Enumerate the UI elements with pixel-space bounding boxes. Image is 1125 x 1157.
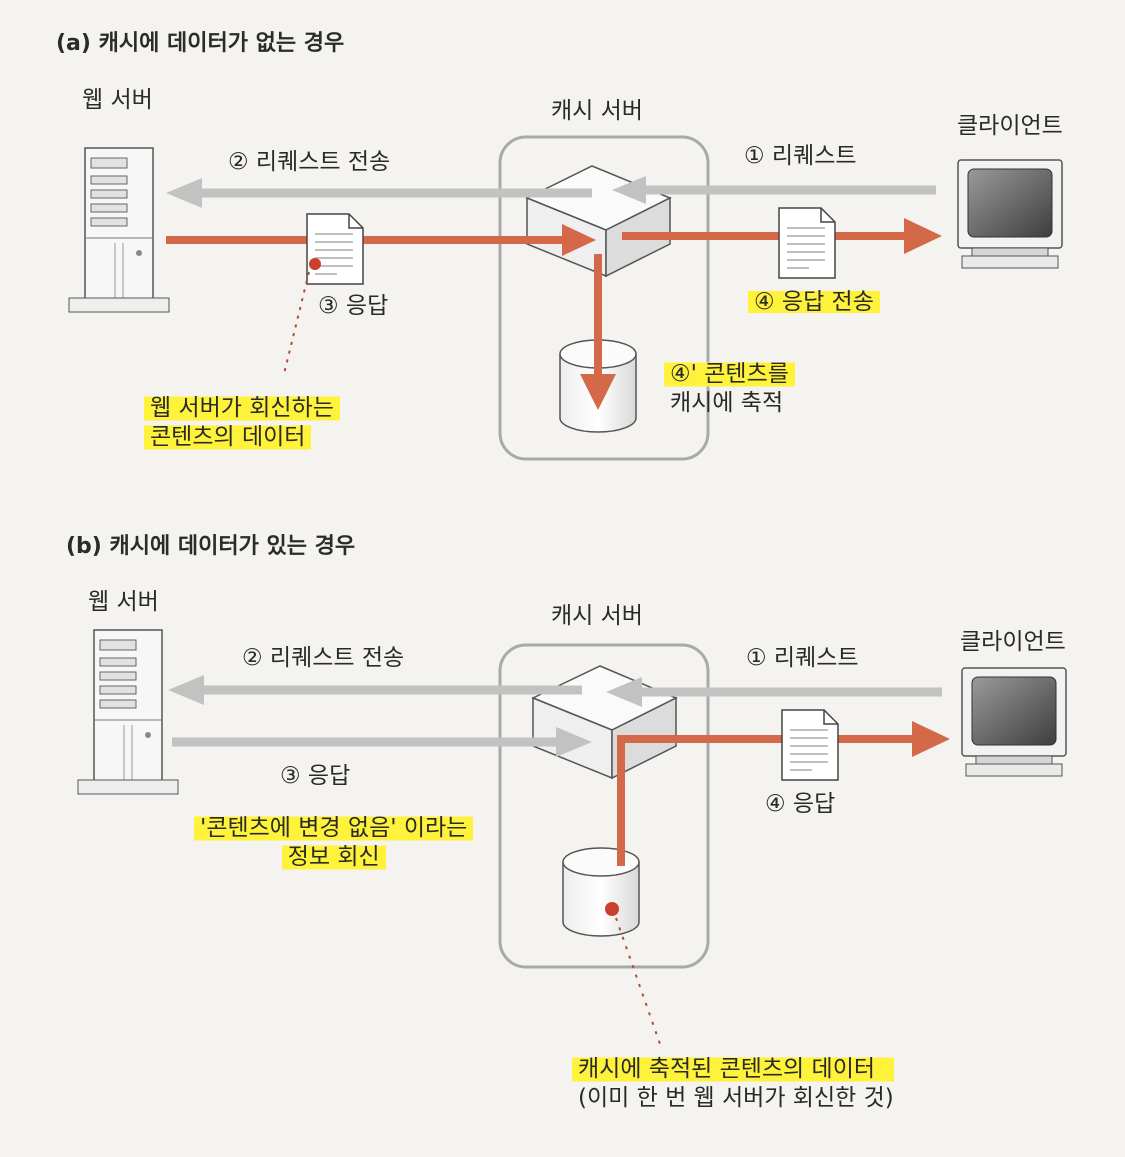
step4-response-label-b: ④ 응답 (765, 791, 836, 817)
cache-server-box (498, 135, 710, 461)
not-modified-response-arrow (172, 727, 592, 757)
client-monitor-icon-b (961, 667, 1067, 777)
step3-response-label: ③ 응답 (318, 293, 389, 319)
cache-server-label: 캐시 서버 (551, 98, 643, 124)
client-label: 클라이언트 (957, 113, 1063, 139)
response-document-icon (306, 213, 364, 285)
cache-server-box-b (498, 643, 710, 969)
step4p-line1: ④' 콘텐츠를 (664, 360, 795, 389)
web-server-icon-b (77, 629, 179, 795)
store-to-cache-arrow (580, 254, 616, 410)
forwarded-document-icon (778, 207, 836, 279)
cached-content-note: 캐시에 축적된 콘텐츠의 데이터 (이미 한 번 웹 서버가 회신한 것) (572, 1055, 894, 1113)
step1-request-label-b: ① 리퀘스트 (746, 645, 859, 671)
step2-forward-label-b: ② 리퀘스트 전송 (242, 645, 405, 671)
web-server-icon (68, 147, 170, 313)
step4p-line2: 캐시에 축적 (670, 389, 784, 416)
client-label-b: 클라이언트 (960, 629, 1066, 655)
cached-content-pointer-line (615, 917, 661, 1045)
step4-send-text: ④ 응답 전송 (748, 289, 880, 315)
panel-b-title: (b) 캐시에 데이터가 있는 경우 (66, 534, 356, 559)
request-arrow (612, 176, 936, 204)
content-dot-icon (309, 258, 321, 270)
web-server-label-b: 웹 서버 (88, 589, 159, 615)
cached-content-note-line1: 캐시에 축적된 콘텐츠의 데이터 (572, 1055, 894, 1084)
cached-content-dot-icon (605, 902, 619, 916)
request-arrow-b (606, 677, 942, 707)
web-server-label: 웹 서버 (82, 87, 153, 113)
not-modified-note: '콘텐츠에 변경 없음' 이라는 정보 회신 (194, 814, 474, 872)
response-document-icon-b (781, 709, 839, 781)
not-modified-note-line1: '콘텐츠에 변경 없음' 이라는 (194, 814, 474, 843)
step1-request-label: ① 리퀘스트 (744, 143, 857, 169)
proxy-cube-icon-b (531, 665, 678, 780)
response-arrow (166, 224, 596, 256)
client-monitor-icon (957, 159, 1063, 269)
cache-storage-icon-b (562, 847, 640, 937)
forward-request-arrow (166, 178, 592, 208)
step2-forward-label: ② 리퀘스트 전송 (228, 149, 391, 175)
not-modified-note-line2: 정보 회신 (281, 842, 386, 872)
content-note-a-line1: 웹 서버가 회신하는 (144, 394, 340, 423)
cached-content-note-line2: (이미 한 번 웹 서버가 회신한 것) (578, 1084, 894, 1111)
step4-send-label: ④ 응답 전송 (748, 288, 880, 317)
content-pointer-line (283, 271, 310, 375)
content-note-a-line2: 콘텐츠의 데이터 (144, 422, 312, 452)
content-note-a: 웹 서버가 회신하는 콘텐츠의 데이터 (144, 394, 340, 452)
forward-response-arrow (622, 218, 942, 254)
cache-server-label-b: 캐시 서버 (551, 603, 643, 629)
step3-response-label-b: ③ 응답 (280, 763, 351, 789)
step4p-store-label: ④' 콘텐츠를 캐시에 축적 (664, 360, 795, 418)
panel-a-title: (a) 캐시에 데이터가 없는 경우 (56, 31, 345, 56)
forward-request-arrow-b (168, 675, 582, 705)
